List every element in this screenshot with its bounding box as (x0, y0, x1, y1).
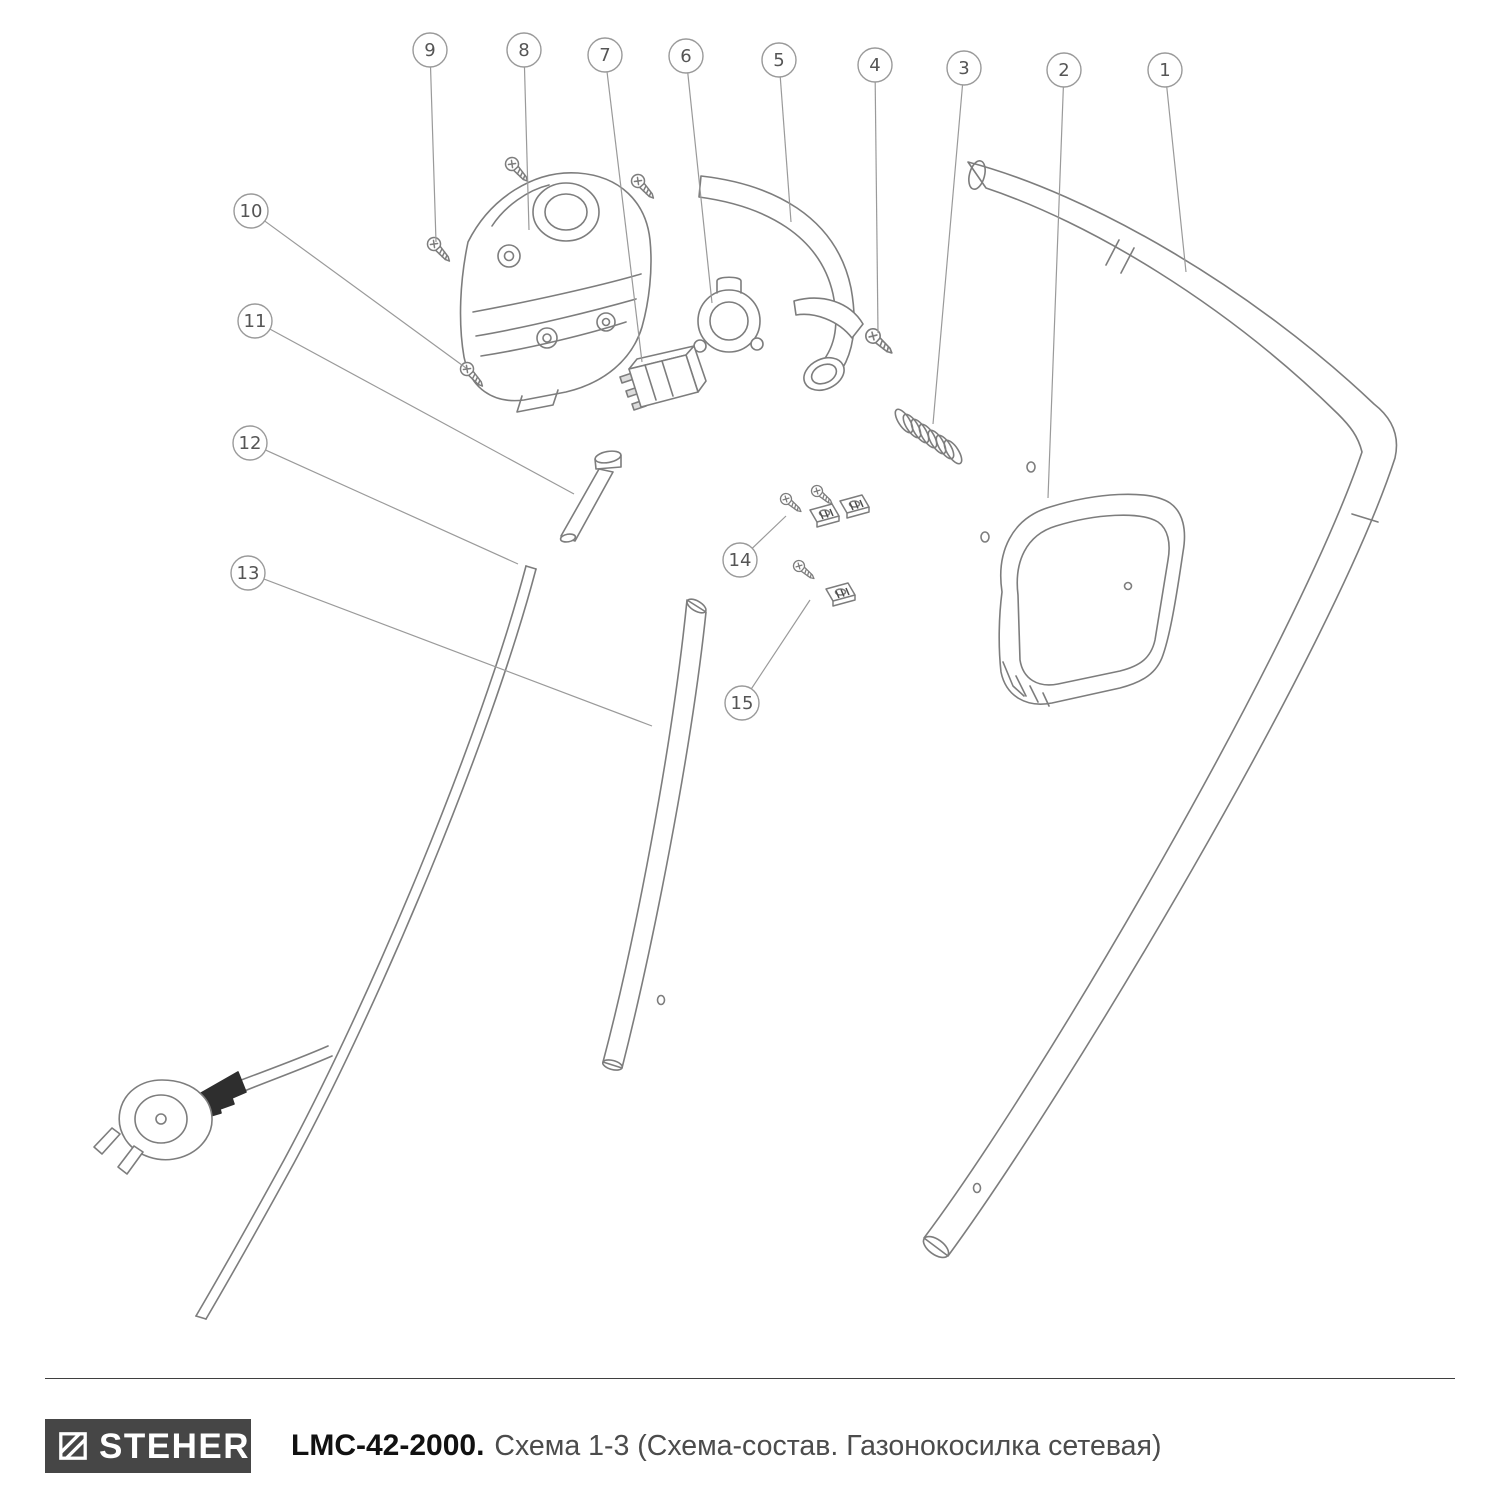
clamp-ring-part (693, 276, 764, 353)
callout-5: 5 (761, 42, 797, 78)
switch-part (619, 345, 707, 411)
svg-text:4: 4 (869, 55, 880, 76)
plug-prong (117, 1145, 144, 1175)
leader-line-12 (249, 442, 519, 565)
set-screw-part (862, 325, 898, 360)
callout-8: 8 (506, 32, 542, 68)
svg-text:12: 12 (239, 433, 262, 454)
svg-text:10: 10 (240, 201, 263, 222)
handle-mount-hole (972, 1182, 982, 1194)
steher-logo: STEHER (45, 1419, 251, 1473)
callout-7: 7 (587, 37, 623, 73)
svg-text:3: 3 (958, 58, 969, 79)
callout-15: 15 (724, 685, 760, 721)
callout-9: 9 (412, 32, 448, 68)
callout-13: 13 (230, 555, 266, 591)
handle-cover-part (998, 493, 1186, 707)
cable-clip-lower-part (790, 557, 856, 607)
svg-text:6: 6 (680, 46, 691, 67)
leader-line-15 (741, 599, 811, 704)
leader-line-2 (1047, 69, 1065, 499)
svg-text:11: 11 (244, 311, 267, 332)
callout-3: 3 (946, 50, 982, 86)
leader-line-8 (523, 49, 530, 231)
hatched-square-icon (59, 1432, 87, 1460)
handle-mount-hole (1026, 461, 1036, 473)
svg-text:7: 7 (599, 45, 610, 66)
callout-11: 11 (237, 303, 273, 339)
bracket-hook (793, 297, 864, 339)
leader-line-5 (778, 59, 792, 223)
leader-line-6 (685, 55, 713, 304)
leader-line-1 (1164, 69, 1187, 273)
svg-text:9: 9 (424, 40, 435, 61)
power-plug-part (93, 1045, 333, 1175)
svg-text:1: 1 (1159, 60, 1170, 81)
leader-line-9 (429, 49, 437, 243)
leader-line-7 (604, 54, 643, 363)
leader-line-3 (932, 67, 965, 425)
callout-1: 1 (1147, 52, 1183, 88)
upper-bracket-part (698, 175, 864, 392)
plug-prong (93, 1127, 121, 1155)
spring-part (894, 408, 963, 465)
brand-name: STEHER (99, 1426, 250, 1466)
diagram-caption: LMC-42-2000. Схема 1-3 (Схема-состав. Га… (291, 1419, 1161, 1473)
leader-line-13 (247, 572, 653, 727)
callouts: 1 2 3 4 5 6 7 (230, 32, 1183, 721)
leader-lines (247, 49, 1187, 727)
handle-mount-hole (980, 531, 990, 543)
svg-text:13: 13 (237, 563, 260, 584)
handle-tube-part (922, 160, 1398, 1259)
power-cable-part (195, 565, 537, 1320)
leader-line-11 (254, 320, 575, 495)
callout-6: 6 (668, 38, 704, 74)
lower-handle-tube-part (601, 598, 707, 1071)
exploded-parts-drawing: 1 2 3 4 5 6 7 (93, 32, 1398, 1320)
leader-line-10 (250, 210, 467, 369)
cable-gland-boss (532, 182, 600, 242)
svg-text:2: 2 (1058, 60, 1069, 81)
callout-12: 12 (232, 425, 268, 461)
svg-text:8: 8 (518, 40, 529, 61)
switch-housing-part (459, 172, 652, 413)
cable-clip-upper-part (777, 482, 870, 528)
svg-text:15: 15 (731, 693, 754, 714)
caption-subtitle: Схема 1-3 (Схема-состав. Газонокосилка с… (494, 1429, 1162, 1462)
callout-14: 14 (722, 542, 758, 578)
callout-4: 4 (857, 47, 893, 83)
leader-line-4 (874, 64, 879, 334)
svg-text:5: 5 (773, 50, 784, 71)
pin-part (559, 450, 622, 543)
callout-2: 2 (1046, 52, 1082, 88)
model-number: LMC-42-2000. (291, 1429, 485, 1462)
footer-divider (45, 1378, 1455, 1379)
callout-10: 10 (233, 193, 269, 229)
svg-text:14: 14 (729, 550, 752, 571)
